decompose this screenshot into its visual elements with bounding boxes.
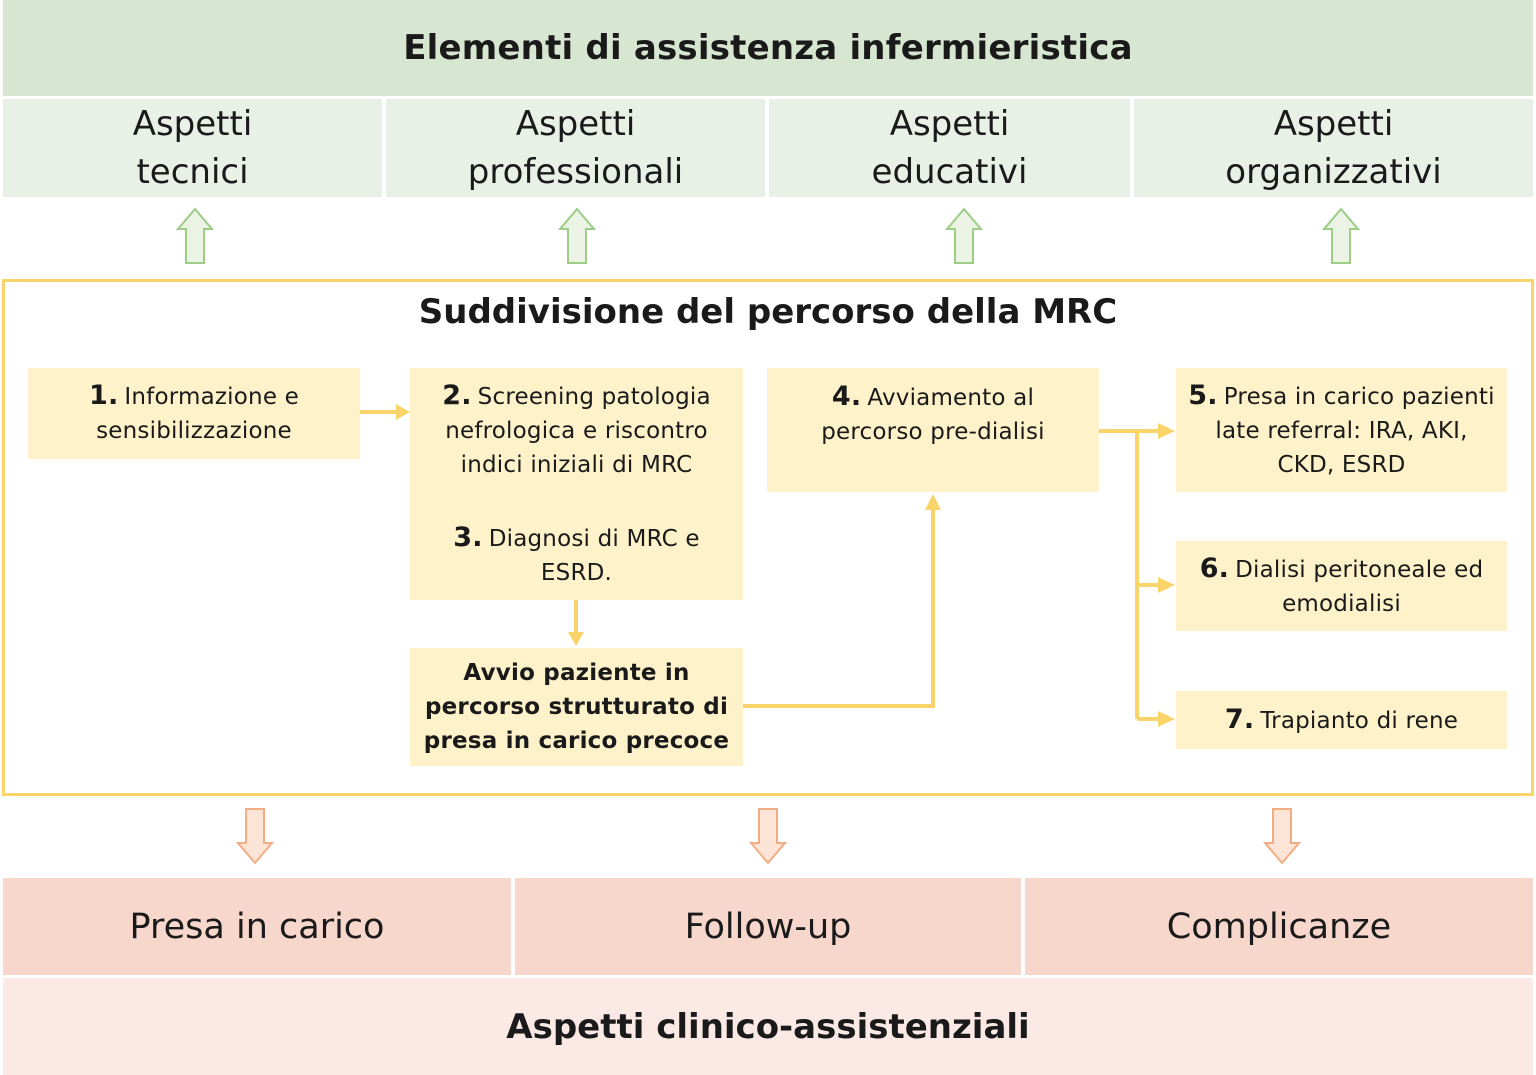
step-2-line1: Screening patologia (477, 383, 711, 410)
step-3-number: 3. (453, 521, 483, 553)
arrowhead-icon-to-6 (1158, 577, 1175, 593)
connector-early-care-to-4 (743, 508, 935, 708)
step-7-line1: Trapianto di rene (1260, 707, 1459, 734)
step-2-number: 2. (442, 379, 472, 411)
mrc-pathway-frame (2, 279, 1534, 796)
step-1-line1: Informazione e (124, 384, 300, 410)
arrowhead-icon-to-4 (925, 494, 941, 510)
category-complications: Complicanze (1025, 878, 1533, 975)
step-3-line2: ESRD. (540, 559, 613, 586)
step-5-number: 5. (1188, 379, 1218, 411)
category-educational-line2: educativi (871, 152, 1028, 192)
early-care-start-box: Avvio paziente in percorso strutturato d… (410, 648, 743, 766)
arrowhead-icon-to-2 (396, 404, 410, 420)
step-5-box: 5.Presa in carico pazienti late referral… (1176, 368, 1507, 492)
up-arrow-icon-3 (944, 207, 984, 264)
early-care-line3: presa in carico precoce (423, 728, 730, 754)
arrowhead-icon-to-7 (1158, 711, 1175, 727)
step-6-box: 6.Dialisi peritoneale ed emodialisi (1176, 541, 1507, 631)
step-2-line3: indici iniziali di MRC (460, 451, 693, 478)
step-6-line2: emodialisi (1282, 590, 1401, 617)
step-4-block: 4.Avviamento al percorso pre-dialisi (767, 379, 1099, 449)
step-4-line2: percorso pre-dialisi (821, 418, 1045, 445)
up-arrow-icon-4 (1321, 207, 1361, 264)
step-5-line2: late referral: IRA, AKI, (1215, 417, 1468, 444)
category-educational-line1: Aspetti (889, 104, 1010, 144)
category-professional-line2: professionali (467, 152, 684, 192)
step-2-line2: nefrologica e riscontro (445, 417, 708, 444)
category-organizational-line1: Aspetti (1273, 104, 1394, 144)
step-7-number: 7. (1224, 703, 1255, 735)
early-care-line2: percorso strutturato di (424, 694, 729, 720)
step-6-number: 6. (1199, 552, 1230, 584)
category-technical: Aspetti tecnici (3, 99, 382, 197)
arrowhead-icon-to-early-care (568, 632, 584, 646)
step-4-line1: Avviamento al (867, 384, 1035, 411)
mrc-pathway-title: Suddivisione del percorso della MRC (418, 292, 1118, 332)
step-2-block: 2.Screening patologia nefrologica e risc… (410, 379, 743, 481)
step-1-box: 1.Informazione e sensibilizzazione (28, 368, 360, 459)
category-organizational: Aspetti organizzativi (1134, 99, 1533, 197)
step-5-line3: CKD, ESRD (1277, 451, 1406, 478)
step-5-line1: Presa in carico pazienti (1223, 383, 1495, 410)
step-3-block: 3.Diagnosi di MRC e ESRD. (410, 520, 743, 590)
up-arrow-icon-1 (175, 207, 215, 264)
step-1-line2: sensibilizzazione (96, 418, 292, 444)
category-technical-line1: Aspetti (132, 104, 253, 144)
category-care-taking: Presa in carico (3, 878, 511, 975)
category-professional-line1: Aspetti (515, 104, 636, 144)
step-1-number: 1. (88, 380, 119, 411)
up-arrow-icon-2 (557, 207, 597, 264)
category-educational: Aspetti educativi (769, 99, 1130, 197)
down-arrow-icon-1 (235, 808, 275, 865)
step-4-number: 4. (831, 380, 862, 412)
step-7-box: 7.Trapianto di rene (1176, 691, 1507, 749)
category-organizational-line2: organizzativi (1225, 152, 1442, 192)
category-technical-line2: tecnici (136, 152, 249, 192)
category-follow-up: Follow-up (515, 878, 1021, 975)
down-arrow-icon-2 (748, 808, 788, 865)
down-arrow-icon-3 (1262, 808, 1302, 865)
step-2-3-box: 2.Screening patologia nefrologica e risc… (410, 368, 743, 600)
step-3-line1: Diagnosi di MRC e (488, 525, 700, 552)
step-4-box: 4.Avviamento al percorso pre-dialisi (767, 368, 1099, 492)
arrowhead-icon-to-5 (1158, 423, 1175, 439)
early-care-line1: Avvio paziente in (463, 660, 690, 686)
category-professional: Aspetti professionali (386, 99, 765, 197)
nursing-elements-title: Elementi di assistenza infermieristica (3, 0, 1533, 96)
clinical-care-title: Aspetti clinico-assistenziali (3, 978, 1533, 1075)
step-6-line1: Dialisi peritoneale ed (1235, 556, 1484, 583)
